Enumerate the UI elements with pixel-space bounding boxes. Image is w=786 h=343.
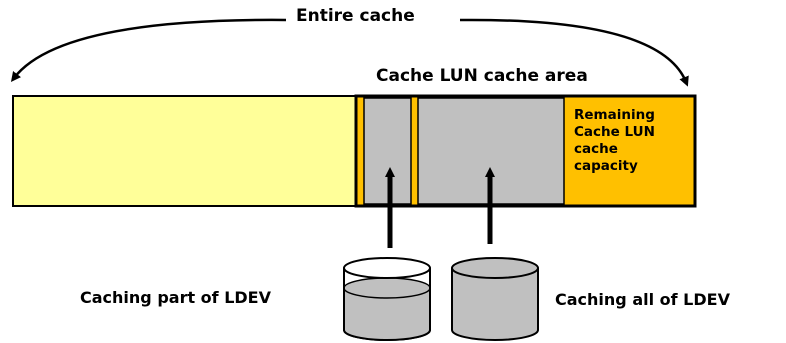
- entire-cache-arrow-left: [10, 18, 287, 82]
- caching-part-label: Caching part of LDEV: [80, 288, 271, 307]
- caching-all-label: Caching all of LDEV: [555, 290, 730, 309]
- remaining-capacity-label: Remaining Cache LUN cache capacity: [574, 107, 655, 174]
- ldev-part-cylinder: [343, 257, 431, 341]
- ldev-all-cylinder: [451, 257, 539, 341]
- entire-cache-label: Entire cache: [296, 6, 415, 26]
- cache-lun-area-label: Cache LUN cache area: [376, 66, 588, 86]
- entire-cache-arrow-right: [459, 18, 689, 87]
